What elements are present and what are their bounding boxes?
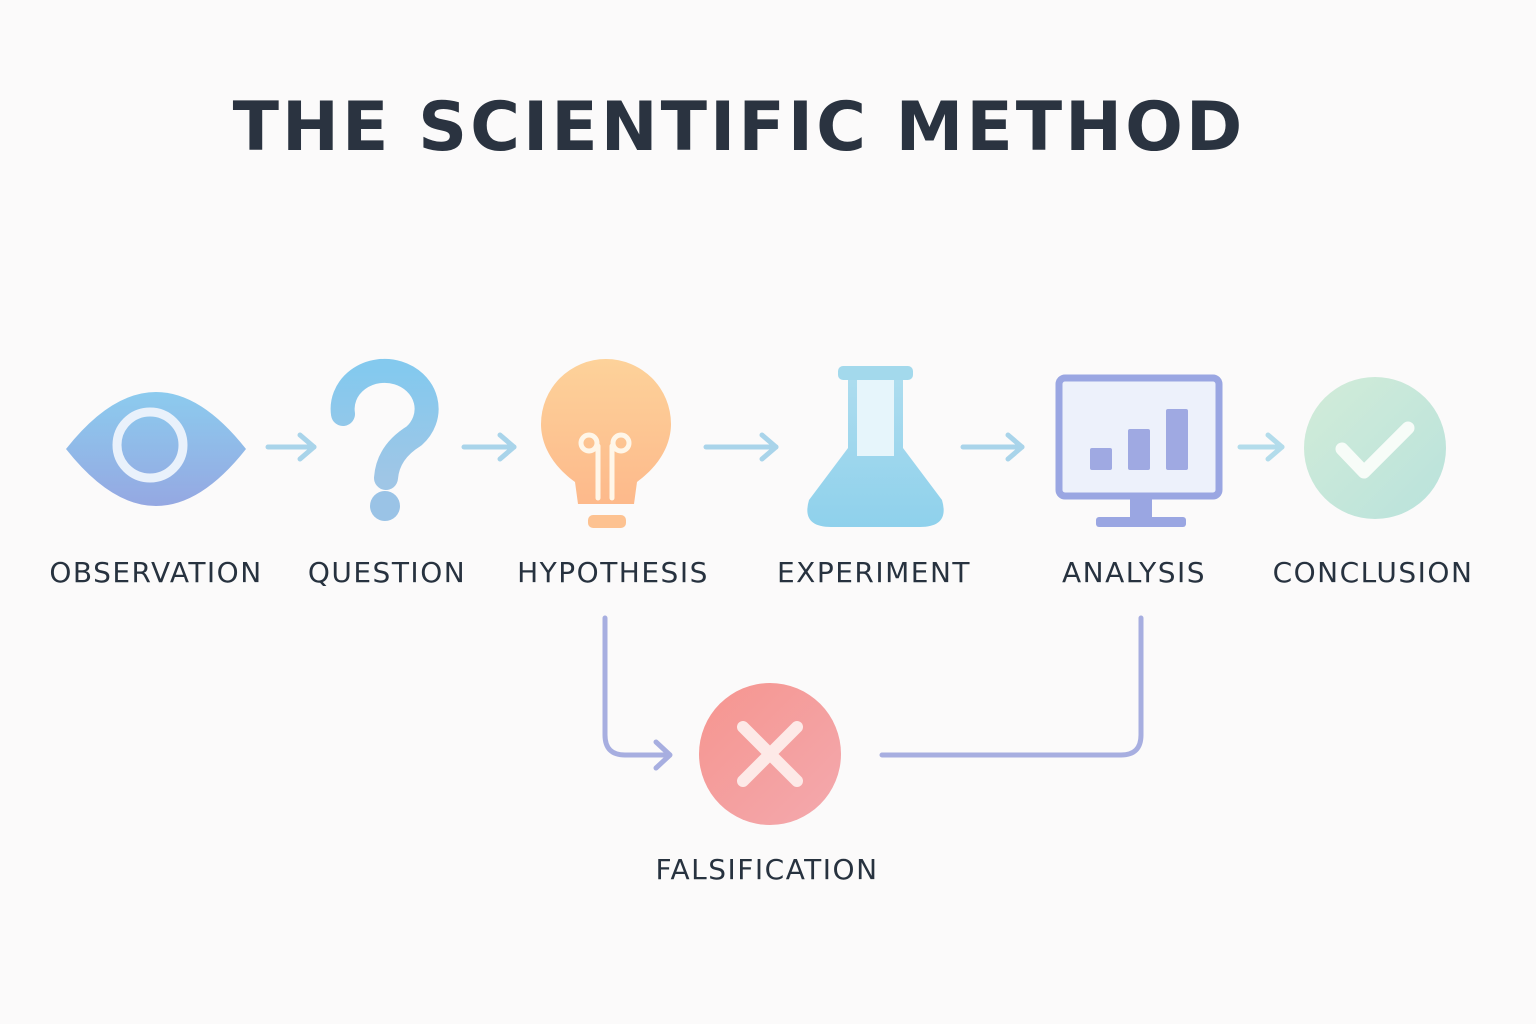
step-label-observation: OBSERVATION	[49, 556, 263, 589]
arrow-right-icon	[1237, 432, 1285, 462]
eye-icon	[66, 392, 246, 506]
analysis-to-falsification-line	[879, 615, 1144, 758]
page-title: THE SCIENTIFIC METHOD	[232, 88, 1246, 167]
hypothesis-to-falsification-arrow	[602, 615, 671, 758]
step-label-falsification: FALSIFICATION	[655, 853, 879, 886]
flask-icon	[807, 366, 944, 527]
arrow-right-icon	[960, 432, 1025, 462]
step-label-experiment: EXPERIMENT	[776, 556, 972, 589]
lightbulb-icon	[541, 359, 671, 528]
step-label-analysis: ANALYSIS	[1061, 556, 1207, 589]
checkmark-circle-icon	[1304, 377, 1446, 519]
step-label-hypothesis: HYPOTHESIS	[517, 556, 709, 589]
question-mark-icon	[330, 358, 439, 521]
arrow-head	[653, 739, 673, 771]
x-circle-icon	[699, 683, 841, 825]
arrow-right-icon	[703, 432, 779, 462]
step-label-conclusion: CONCLUSION	[1272, 556, 1474, 589]
monitor-bar-chart-icon	[1055, 374, 1223, 527]
arrow-right-icon	[265, 432, 317, 462]
arrow-right-icon	[461, 432, 517, 462]
step-label-question: QUESTION	[307, 556, 467, 589]
falsification-loop	[602, 615, 1144, 771]
